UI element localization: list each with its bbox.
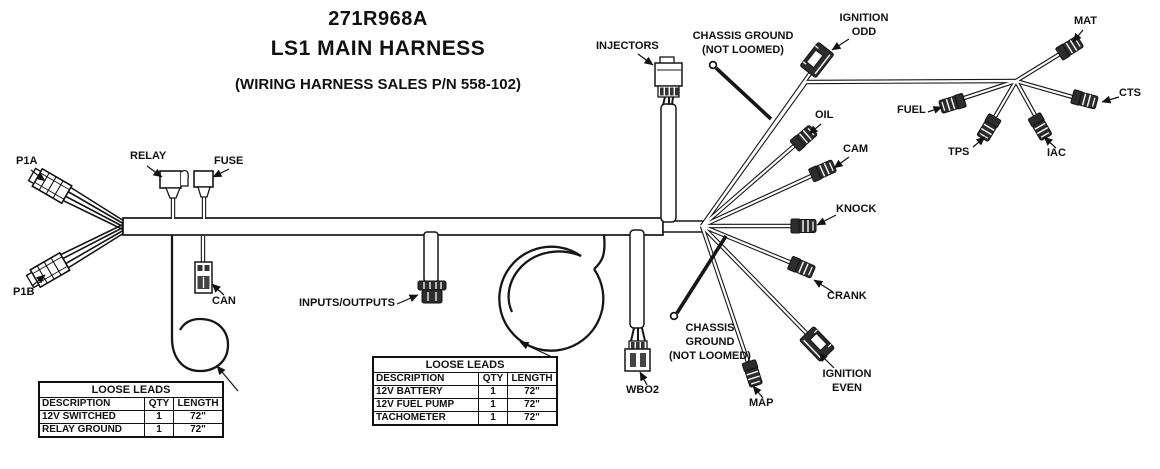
table-header: QTY [144, 397, 174, 411]
table-title: LOOSE LEADS [38, 381, 224, 398]
label-can: CAN [212, 295, 236, 307]
label-oil: OIL [815, 109, 834, 121]
knock-connector [790, 218, 817, 234]
title-part-number: 271R968A [328, 8, 428, 30]
label-chassis-ground-top-line2: (NOT LOOMED) [702, 44, 784, 56]
table-header: DESCRIPTION [38, 397, 145, 411]
label-iac: IAC [1047, 147, 1066, 159]
main-trunk-loom [122, 217, 664, 236]
label-chassis-ground-top-line1: CHASSIS GROUND [692, 30, 794, 42]
table-cell: 72" [507, 398, 558, 412]
crank-connector [786, 255, 817, 280]
wbo2-connector [624, 340, 651, 372]
label-wbo2: WBO2 [626, 384, 659, 396]
inputs-outputs-connector [417, 280, 447, 304]
table-cell: 1 [478, 411, 508, 426]
service-loop-left [170, 235, 230, 373]
label-ignition-odd-line1: IGNITION [839, 12, 889, 24]
ring-terminal-top [708, 60, 718, 70]
label-tps: TPS [948, 146, 970, 158]
label-p1a: P1A [16, 155, 38, 167]
table-cell: 1 [144, 410, 174, 424]
p1-fan-wires [59, 186, 125, 269]
chassis-ground-lead-bottom [669, 235, 728, 321]
table-cell: 72" [507, 411, 558, 426]
table-cell: 72" [173, 410, 224, 424]
table-cell: RELAY GROUND [38, 423, 145, 438]
table-cell: 72" [173, 423, 224, 438]
label-injectors: INJECTORS [596, 40, 659, 52]
label-ignition-odd: IGNITION ODD [833, 11, 895, 39]
table-cell: 1 [478, 385, 508, 399]
title-sales-pn: (WIRING HARNESS SALES P/N 558-102) [235, 76, 521, 93]
iac-connector [1027, 111, 1054, 142]
label-chassis-ground-bottom: CHASSIS GROUND (NOT LOOMED) [662, 321, 758, 363]
table-cell: 12V BATTERY [372, 385, 479, 399]
label-chassis-ground-bottom-line1: CHASSIS GROUND [685, 322, 735, 348]
label-leader-arrows [30, 29, 1120, 399]
chassis-ground-lead-top [708, 60, 773, 121]
label-cts: CTS [1119, 87, 1141, 99]
table-header: QTY [478, 372, 508, 386]
ring-terminal-bottom [669, 311, 679, 321]
table-header: LENGTH [507, 372, 558, 386]
table-cell: 12V FUEL PUMP [372, 398, 479, 412]
label-p1b: P1B [13, 286, 35, 298]
label-fuse: FUSE [214, 155, 244, 167]
injectors-sleeve [660, 103, 677, 223]
label-ignition-even: IGNITION EVEN [815, 367, 879, 395]
branch-wires-core [171, 48, 1084, 372]
p1b-connector [24, 252, 71, 291]
can-connector [194, 261, 213, 294]
cam-connector [807, 158, 838, 183]
label-map: MAP [749, 397, 774, 409]
label-knock: KNOCK [836, 203, 877, 215]
injectors-connector [654, 56, 683, 98]
relay-connector [159, 169, 189, 199]
fuel-connector [937, 92, 968, 115]
branch-wires-outline [170, 47, 1084, 372]
label-ignition-even-line2: EVEN [832, 382, 862, 394]
table-cell: 1 [144, 423, 174, 438]
table-header: DESCRIPTION [372, 372, 479, 386]
cts-connector [1069, 88, 1100, 111]
table-title: LOOSE LEADS [372, 356, 558, 373]
tps-connector [975, 112, 1002, 143]
map-connector [741, 358, 764, 389]
label-fuel: FUEL [897, 104, 926, 116]
label-crank: CRANK [827, 290, 867, 302]
table-cell: TACHOMETER [372, 411, 479, 426]
table-cell: 72" [507, 385, 558, 399]
label-ignition-odd-line2: ODD [851, 26, 877, 38]
label-ignition-even-line1: IGNITION [822, 368, 872, 380]
wbo2-sleeve [629, 229, 645, 329]
pigtail-wires [630, 96, 674, 342]
label-cam: CAM [843, 143, 869, 155]
table-cell: 1 [478, 398, 508, 412]
label-chassis-ground-top: CHASSIS GROUND (NOT LOOMED) [690, 29, 796, 57]
fuse-connector [193, 170, 214, 198]
label-inputs-outputs: INPUTS/OUTPUTS [299, 297, 395, 309]
ignition-odd-connector [799, 41, 835, 79]
label-mat: MAT [1074, 15, 1098, 27]
label-chassis-ground-bottom-line2: (NOT LOOMED) [669, 350, 751, 362]
service-loop-coil [498, 234, 606, 352]
title-harness-name: LS1 MAIN HARNESS [270, 37, 486, 60]
inputs-outputs-sleeve [423, 231, 439, 283]
table-cell: 12V SWITCHED [38, 410, 145, 424]
table-header: LENGTH [173, 397, 224, 411]
label-relay: RELAY [130, 150, 167, 162]
